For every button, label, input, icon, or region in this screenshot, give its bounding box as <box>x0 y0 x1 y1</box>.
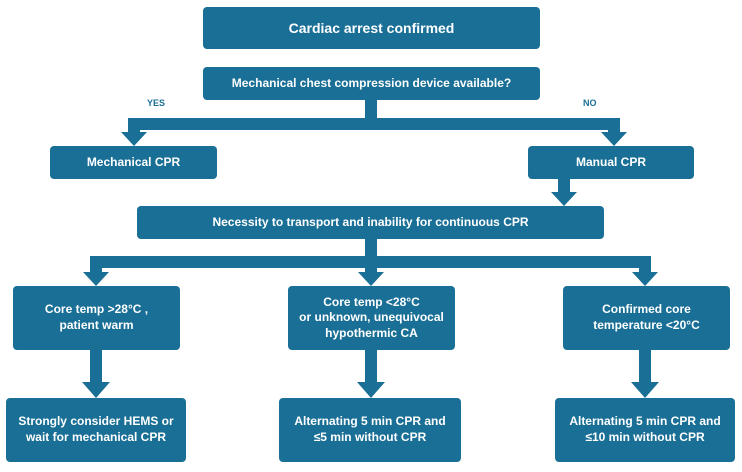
node-transport-bold: and <box>342 214 364 229</box>
node-temp-warm-text: Core temp >28°C ,patient warm <box>45 302 148 333</box>
node-transport-text: Necessity to transport and inability for… <box>212 215 528 231</box>
connector-mid-drop <box>365 256 377 274</box>
arrow-to-temp-hypo <box>358 272 384 286</box>
connector-confirmed-out <box>639 350 651 384</box>
node-out-10min-line1: Alternating 5 min CPR and <box>569 414 721 429</box>
connector-yes-no-bar <box>128 118 620 130</box>
arrow-to-out-hems <box>82 382 110 398</box>
node-out-5min-line1: Alternating 5 min CPR and <box>294 414 446 429</box>
node-temp-confirmed-line1: Confirmed core <box>602 302 691 317</box>
node-mechanical-cpr: Mechanical CPR <box>50 146 217 179</box>
node-mech-device-question: Mechanical chest compression device avai… <box>203 67 540 100</box>
node-out-5min-text: Alternating 5 min CPR and≤5 min without … <box>294 414 445 445</box>
label-yes: YES <box>147 98 166 108</box>
node-out-hems-bold: HEMS <box>123 414 159 429</box>
node-mech-device-question-text: Mechanical chest compression device avai… <box>231 75 512 90</box>
node-mechanical-cpr-text: Mechanical CPR <box>86 154 181 169</box>
node-temp-hypo-line1: Core temp <28°C <box>323 294 420 309</box>
connector-hypo-out <box>365 350 377 384</box>
node-temp-warm-line1: Core temp >28°C , <box>44 302 149 317</box>
arrow-to-temp-warm <box>83 272 109 286</box>
connector-no-drop <box>608 118 620 134</box>
node-out-hems-line2: wait for mechanical CPR <box>25 430 167 444</box>
node-manual-cpr-text: Manual CPR <box>575 154 646 169</box>
node-cardiac-arrest: Cardiac arrest confirmed <box>203 7 540 49</box>
arrow-to-manual-cpr <box>601 132 627 146</box>
arrow-to-mechanical-cpr <box>121 132 147 146</box>
connector-transport-stem <box>365 239 377 257</box>
arrow-to-temp-confirmed <box>632 272 658 286</box>
node-out-10min-line2: ≤10 min without CPR <box>585 430 705 444</box>
arrow-to-out-10min <box>631 382 659 398</box>
node-manual-cpr: Manual CPR <box>528 146 694 179</box>
label-no: NO <box>583 98 597 108</box>
node-temp-confirmed-line2: temperature <20°C <box>593 318 700 332</box>
connector-right-drop <box>639 256 651 274</box>
arrow-to-transport <box>551 192 577 206</box>
connector-question-stem <box>365 100 377 118</box>
node-out-5min: Alternating 5 min CPR and≤5 min without … <box>279 398 461 462</box>
node-out-10min: Alternating 5 min CPR and≤10 min without… <box>555 398 735 462</box>
node-temp-warm-line2: patient warm <box>59 318 134 332</box>
node-out-10min-text: Alternating 5 min CPR and≤10 min without… <box>569 414 720 445</box>
connector-manual-stem <box>558 179 570 193</box>
node-temp-hypo-line2: or unknown, unequivocal <box>299 310 444 325</box>
node-out-5min-line2: ≤5 min without CPR <box>313 430 427 444</box>
node-out-hems-post: or <box>158 414 174 429</box>
node-temp-warm: Core temp >28°C ,patient warm <box>13 286 180 350</box>
connector-warm-out <box>90 350 102 384</box>
node-out-hems-pre: Strongly consider <box>18 414 124 429</box>
connector-yes-drop <box>128 118 140 134</box>
connector-left-drop <box>90 256 102 274</box>
node-transport-post: inability for continuous CPR <box>363 214 529 229</box>
node-transport: Necessity to transport and inability for… <box>137 206 604 239</box>
node-transport-pre: Necessity to transport <box>212 214 343 229</box>
arrow-to-out-5min <box>357 382 385 398</box>
node-temp-hypo-line3: hypothermic CA <box>325 325 418 340</box>
node-cardiac-arrest-text: Cardiac arrest confirmed <box>288 19 455 36</box>
